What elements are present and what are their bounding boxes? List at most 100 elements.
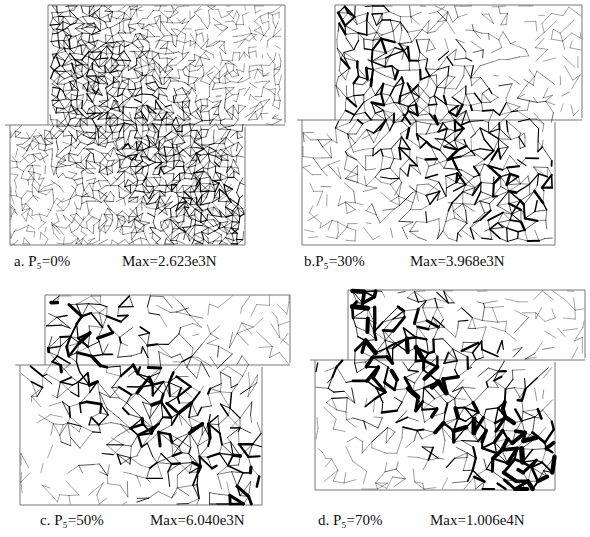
chain-segment — [59, 99, 66, 101]
chain-segment — [123, 107, 131, 108]
chain-segment — [142, 103, 143, 106]
chain-segment — [53, 87, 60, 88]
chain-segment — [191, 142, 194, 147]
chain-segment — [274, 66, 280, 69]
chain-segment — [106, 132, 113, 133]
chain-segment — [78, 76, 83, 78]
chain-segment — [210, 144, 214, 145]
chain-segment — [107, 93, 113, 96]
chain-segment — [188, 168, 191, 174]
chain-segment — [52, 138, 53, 143]
chain-segment — [215, 24, 222, 25]
chain-segment — [46, 144, 52, 145]
chain-segment — [236, 24, 237, 29]
chain-segment — [268, 12, 273, 13]
chain-segment — [195, 13, 201, 19]
chain-segment — [136, 161, 143, 166]
chain-segment — [249, 72, 250, 78]
chain-segment — [238, 77, 243, 82]
chain-segment — [74, 178, 82, 180]
chain-segment — [78, 148, 84, 155]
chain-segment — [189, 72, 190, 77]
chain-segment — [249, 51, 256, 53]
chain-segment — [123, 99, 130, 106]
chain-segment — [164, 169, 174, 174]
chain-segment — [172, 6, 179, 12]
chain-segment — [177, 115, 184, 121]
chain-segment — [239, 90, 240, 94]
chain-segment — [167, 18, 168, 22]
chain-segment — [77, 90, 78, 96]
chain-segment — [138, 47, 143, 48]
chain-segment — [174, 95, 176, 103]
chain-segment — [200, 57, 203, 65]
chain-segment — [221, 88, 226, 89]
chain-segment — [209, 111, 210, 120]
chain-segment — [50, 127, 54, 132]
chain-segment — [221, 119, 225, 121]
chain-segment — [196, 35, 197, 43]
chain-segment — [201, 99, 202, 105]
chain-segment — [82, 46, 86, 55]
chain-segment — [101, 43, 106, 46]
chain-segment — [135, 34, 137, 39]
chain-segment — [94, 6, 95, 13]
chain-segment — [137, 130, 141, 138]
chain-segment — [57, 142, 59, 150]
chain-segment — [209, 16, 210, 23]
chain-segment — [261, 114, 262, 120]
chain-segment — [39, 178, 44, 179]
chain-segment — [119, 71, 122, 76]
chain-segment — [45, 130, 50, 132]
chain-segment — [195, 6, 202, 13]
chain-segment — [65, 119, 68, 125]
chain-segment — [114, 114, 118, 118]
chain-segment — [159, 107, 166, 114]
chain-segment — [234, 101, 237, 102]
chain-segment — [206, 51, 213, 55]
chain-segment — [122, 79, 129, 81]
chain-segment — [166, 181, 167, 186]
chain-segment — [204, 171, 210, 177]
chain-segment — [124, 41, 125, 47]
chain-segment — [222, 27, 228, 31]
chain-segment — [185, 178, 192, 179]
chain-segment — [179, 150, 183, 154]
chain-segment — [172, 35, 173, 42]
chain-segment — [118, 71, 122, 72]
chain-segment — [113, 87, 119, 88]
chain-segment — [200, 183, 201, 191]
chain-segment — [276, 22, 279, 28]
chain-segment — [143, 161, 149, 165]
chain-segment — [274, 76, 275, 85]
chain-segment — [78, 42, 81, 45]
chain-segment — [11, 167, 17, 168]
chain-segment — [72, 178, 74, 180]
chain-segment — [212, 101, 221, 108]
chain-segment — [161, 22, 168, 23]
chain-segment — [249, 47, 250, 52]
chain-segment — [160, 73, 161, 79]
chain-segment — [45, 151, 48, 156]
chain-segment — [172, 135, 178, 139]
chain-segment — [51, 181, 59, 187]
chain-segment — [198, 109, 200, 112]
chain-segment — [108, 181, 111, 186]
chain-segment — [176, 94, 186, 95]
chain-segment — [46, 189, 52, 195]
chain-segment — [202, 137, 206, 138]
chain-segment — [152, 88, 158, 95]
chain-segment — [233, 64, 234, 70]
chain-segment — [230, 82, 238, 83]
chain-segment — [71, 145, 72, 151]
chain-segment — [219, 115, 221, 121]
chain-segment — [197, 33, 203, 35]
chain-segment — [189, 77, 198, 78]
chain-segment — [83, 183, 84, 190]
chain-segment — [130, 30, 135, 33]
chain-segment — [33, 143, 39, 149]
chain-segment — [16, 187, 17, 191]
chain-segment — [53, 29, 57, 30]
chain-segment — [94, 60, 98, 67]
chain-segment — [172, 185, 177, 191]
